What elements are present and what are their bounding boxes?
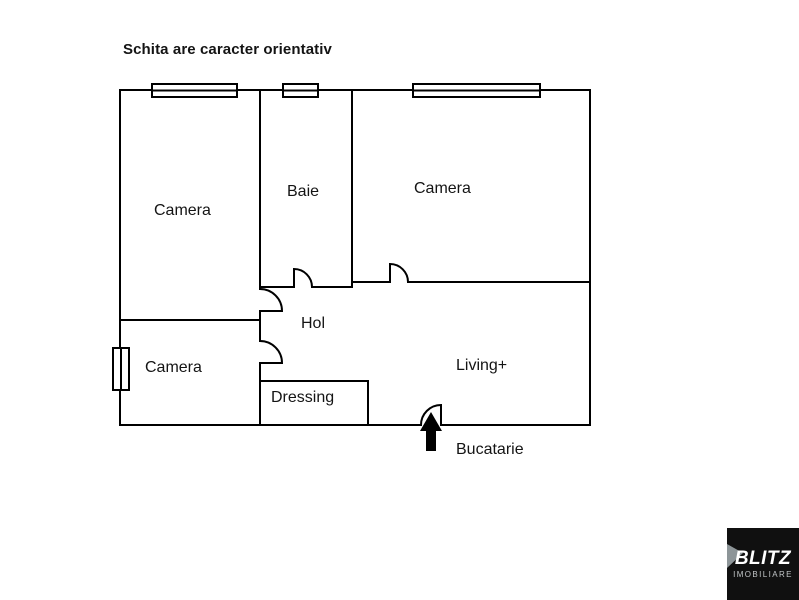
room-label-camera-top-left: Camera <box>154 202 211 219</box>
window-midlines <box>120 89 541 391</box>
room-label-baie: Baie <box>287 183 320 200</box>
brand-name: BLITZ <box>734 548 792 569</box>
living-label-line1: Living+ <box>456 357 508 374</box>
logo-accent-triangle <box>727 544 743 568</box>
door-arc-camera-top-right <box>389 262 410 284</box>
disclaimer-text: Schita are caracter orientativ <box>123 41 332 58</box>
entrance-arrow-icon <box>420 412 442 451</box>
brand-subtitle: IMOBILIARE <box>733 570 793 579</box>
brand-logo: BLITZ IMOBILIARE <box>727 528 799 600</box>
room-label-living-bucatarie: Living+ Bucatarie <box>456 296 524 520</box>
wall-dressing <box>259 380 369 426</box>
door-arc-entrance <box>419 403 442 427</box>
room-label-dressing: Dressing <box>271 389 335 406</box>
door-arc-baie <box>293 267 314 289</box>
room-label-hol: Hol <box>301 315 326 332</box>
door-arc-camera-bottom-left <box>258 339 284 364</box>
door-arc-camera-top-left <box>258 287 284 312</box>
room-label-camera-bottom-left: Camera <box>145 359 202 376</box>
room-label-camera-top-right: Camera <box>414 180 471 197</box>
living-label-line2: Bucatarie <box>456 441 524 458</box>
